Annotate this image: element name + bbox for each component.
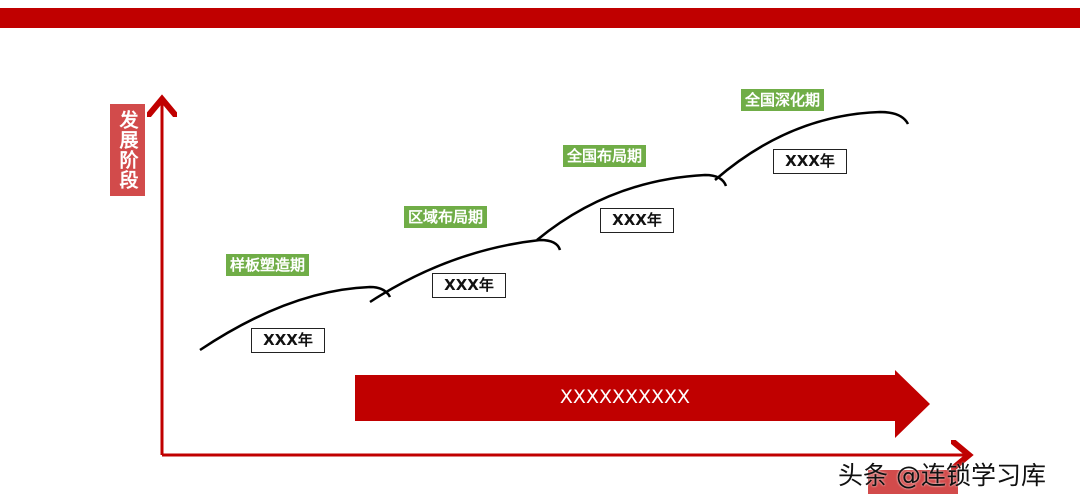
growth-curve-1 bbox=[199, 285, 392, 352]
y-axis-label: 发展阶段 bbox=[110, 104, 145, 196]
phase-year-box: XXX年 bbox=[600, 208, 674, 233]
phase-year-box: XXX年 bbox=[432, 273, 506, 298]
growth-curve-3 bbox=[536, 173, 728, 241]
growth-curve-2 bbox=[369, 238, 562, 304]
timeline-arrow bbox=[355, 370, 930, 438]
phase-label: 区域布局期 bbox=[404, 206, 488, 228]
timeline-arrow-text: XXXXXXXXXX bbox=[559, 386, 691, 408]
phase-label: 全国布局期 bbox=[563, 145, 647, 167]
phase-year-box: XXX年 bbox=[251, 328, 325, 353]
phase-label: 全国深化期 bbox=[741, 89, 825, 111]
watermark: 头条 @连锁学习库 bbox=[838, 461, 1046, 490]
phase-year-box: XXX年 bbox=[773, 149, 847, 174]
x-axis-label bbox=[868, 470, 958, 494]
phase-label: 样板塑造期 bbox=[226, 254, 310, 276]
growth-curve-4 bbox=[714, 110, 910, 181]
top-banner bbox=[0, 8, 1080, 28]
